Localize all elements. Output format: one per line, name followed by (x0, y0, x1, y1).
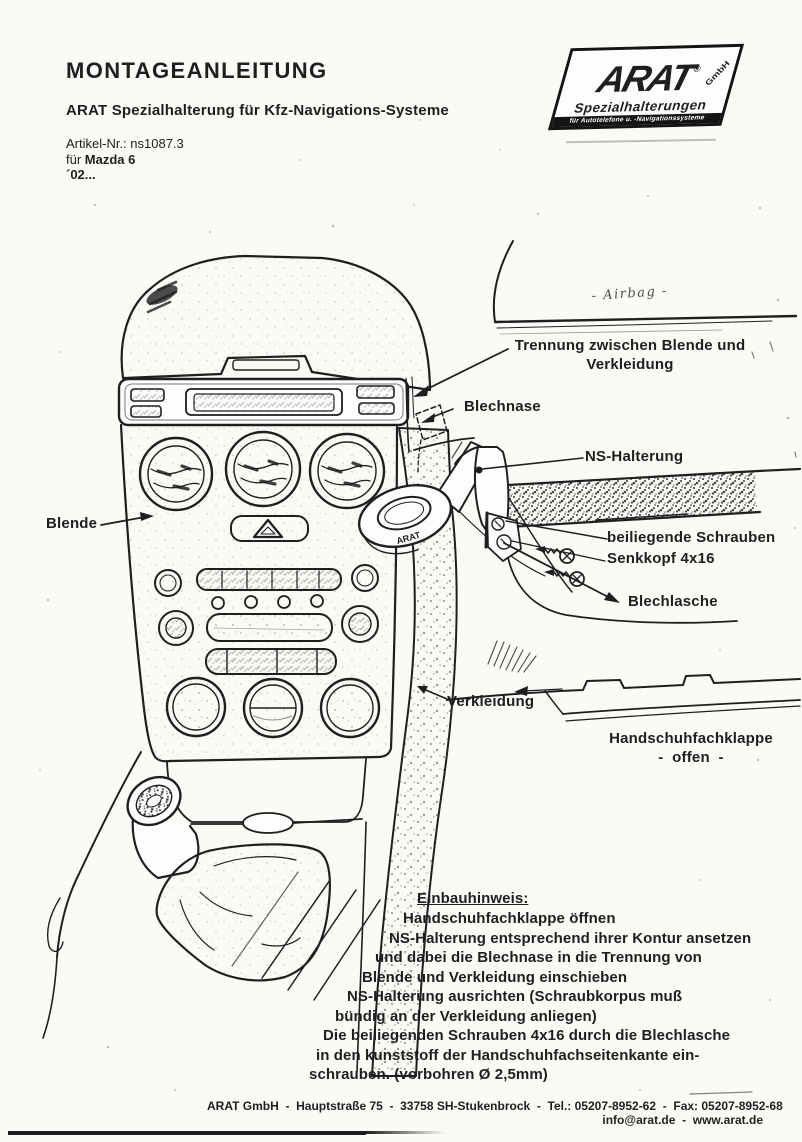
air-vents (138, 430, 386, 512)
label-handschuhfachklappe: Handschuhfachklappe - offen - (596, 730, 786, 767)
dashboard-hood (120, 254, 432, 392)
logo-brand-text: ARAT (592, 56, 698, 101)
arat-logo: ARAT® GmbH Spezialhalterungen für Autote… (547, 43, 745, 131)
label-schrauben-line1: beiliegende Schrauben (607, 529, 776, 546)
instruction-line: schrauben. (vorbohren Ø 2,5mm) (309, 1066, 548, 1083)
page-title: MONTAGEANLEITUNG (66, 58, 328, 83)
instruction-line: bündig an der Verkleidung anliegen) (335, 1007, 597, 1025)
instruction-line: Handschuhfachklappe öffnen (403, 910, 616, 927)
mount-ring: ARAT (357, 484, 453, 555)
stray-marks (689, 341, 797, 1095)
label-verkleidung: Verkleidung (447, 693, 535, 710)
vehicle-name: Mazda 6 (84, 151, 136, 167)
label-handschuhfach-line1: Handschuhfachklappe (609, 730, 773, 747)
label-handschuhfach-line2: - offen - (658, 748, 724, 766)
label-blechnase: Blechnase (464, 398, 541, 415)
logo-brand-row: ARAT® GmbH (559, 48, 740, 101)
label-trennung: Trennung zwischen Blende und Verkleidung (498, 337, 762, 374)
label-blechlasche: Blechlasche (628, 593, 718, 610)
climate-dials (165, 676, 381, 739)
instruction-line: und dabei die Blechnase in die Trennung … (375, 949, 702, 966)
label-schrauben-line2: Senkkopf 4x16 (607, 550, 715, 567)
instruction-line: Die beiliegenden Schrauben 4x16 durch di… (323, 1027, 731, 1044)
label-trennung-line1: Trennung zwischen Blende und (514, 337, 746, 354)
ns-mount: ARAT (357, 376, 573, 593)
scan-specks (39, 119, 796, 1091)
vehicle-line: für Mazda 6 (66, 152, 184, 168)
verkleidung-trim-band (371, 427, 458, 1077)
gear-shifter (126, 775, 331, 982)
instruction-line: NS-Halterung entsprechend ihrer Kontur a… (389, 929, 752, 947)
handwritten-airbag-note: - Airbag - (591, 284, 668, 304)
page-subtitle: ARAT Spezialhalterung für Kfz-Navigation… (66, 102, 449, 119)
radio-unit (117, 377, 410, 427)
footer-contact: info@arat.de - www.arat.de (602, 1113, 763, 1127)
bottom-rule-fade (366, 1131, 446, 1134)
article-number: Artikel-Nr.: ns1087.3 (66, 136, 184, 151)
for-prefix: für (66, 151, 85, 167)
blende-panel (119, 423, 399, 763)
instruction-line: in den kunststoff der Handschuhfachseite… (316, 1046, 700, 1064)
pointer-arrows (100, 348, 620, 700)
windshield-base (492, 240, 798, 335)
glovebox (446, 467, 802, 722)
instructions-heading: Einbauhinweis: (417, 890, 529, 907)
logo-box: ARAT® GmbH Spezialhalterungen für Autote… (547, 43, 745, 131)
control-buttons (154, 564, 379, 675)
label-trennung-line2: Verkleidung (586, 355, 674, 373)
label-schrauben: beiliegende Schrauben Senkkopf 4x16 (607, 527, 775, 569)
instruction-line: NS-Halterung ausrichten (Schraubkorpus m… (347, 988, 683, 1005)
instruction-line: Blende und Verkleidung einschieben (362, 968, 628, 986)
label-ns-halterung: NS-Halterung (585, 448, 684, 465)
footer-address: ARAT GmbH - Hauptstraße 75 - 33758 SH-St… (207, 1099, 783, 1113)
article-info: Artikel-Nr.: ns1087.3 für Mazda 6 ´02... (66, 136, 184, 183)
model-year: ´02... (66, 167, 96, 182)
bottom-rule (8, 1131, 366, 1135)
label-blende: Blende (46, 515, 98, 532)
hazard-button (230, 515, 309, 542)
